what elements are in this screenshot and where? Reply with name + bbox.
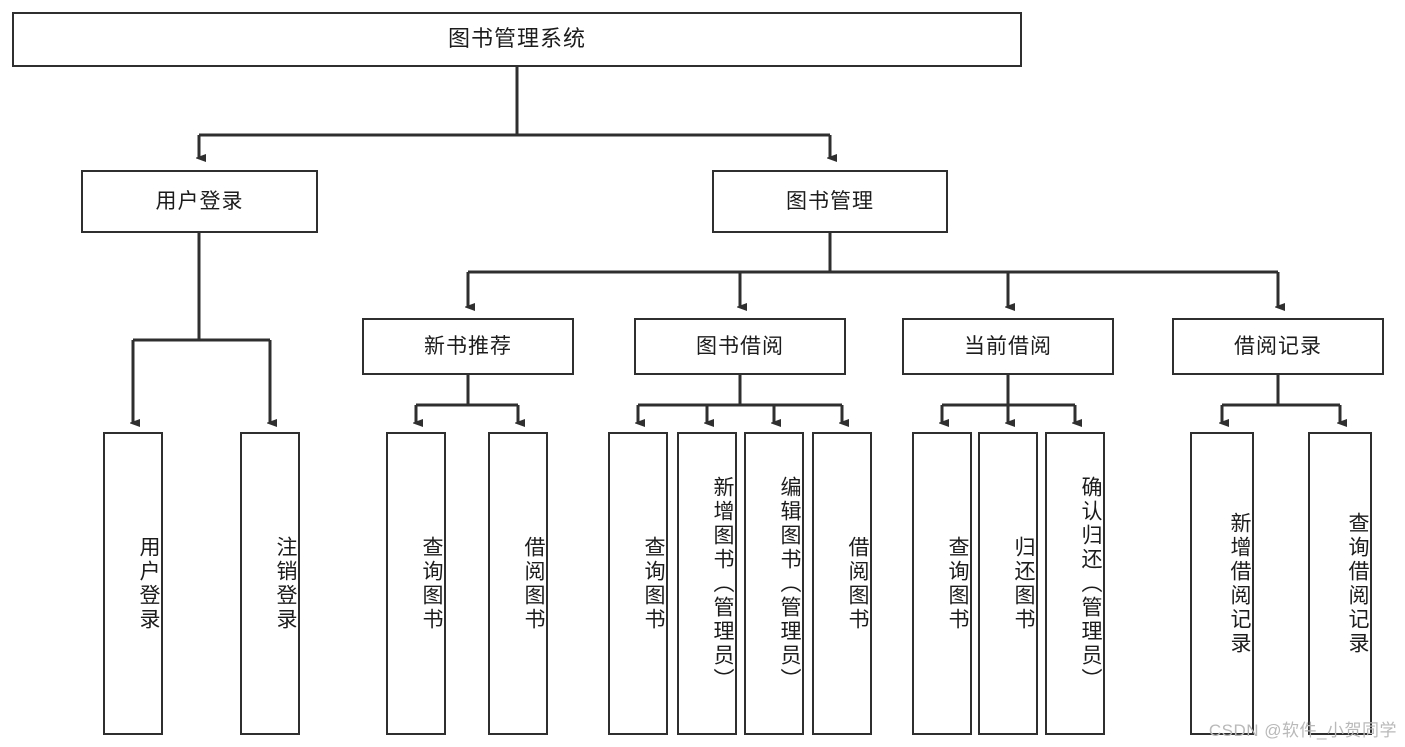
leaf-query-book-borrow[interactable]: 查询图书 [608, 432, 668, 735]
node-label: 新增借阅记录 [1228, 511, 1251, 656]
leaf-borrow-book[interactable]: 借阅图书 [812, 432, 872, 735]
leaf-query-book-current[interactable]: 查询图书 [912, 432, 972, 735]
node-label: 借阅图书 [522, 535, 545, 632]
leaf-user-login[interactable]: 用户登录 [103, 432, 163, 735]
node-label: 新书推荐 [424, 334, 512, 358]
node-label: 新增图书（管理员） [711, 475, 734, 692]
node-label: 查询图书 [420, 535, 443, 632]
node-label: 注销登录 [274, 535, 297, 632]
leaf-query-borrow-record[interactable]: 查询借阅记录 [1308, 432, 1372, 735]
leaf-confirm-return-admin[interactable]: 确认归还（管理员） [1045, 432, 1105, 735]
leaf-logout[interactable]: 注销登录 [240, 432, 300, 735]
node-label: 确认归还（管理员） [1079, 475, 1102, 692]
node-book-borrow[interactable]: 图书借阅 [634, 318, 846, 375]
node-new-book-recommend[interactable]: 新书推荐 [362, 318, 574, 375]
leaf-edit-book-admin[interactable]: 编辑图书（管理员） [744, 432, 804, 735]
node-label: 借阅图书 [846, 535, 869, 632]
node-current-borrow[interactable]: 当前借阅 [902, 318, 1114, 375]
node-book-management-system[interactable]: 图书管理系统 [12, 12, 1022, 67]
node-label: 用户登录 [137, 535, 160, 632]
node-user-login[interactable]: 用户登录 [81, 170, 318, 233]
node-label: 查询图书 [946, 535, 969, 632]
leaf-return-book[interactable]: 归还图书 [978, 432, 1038, 735]
node-book-management[interactable]: 图书管理 [712, 170, 948, 233]
leaf-add-book-admin[interactable]: 新增图书（管理员） [677, 432, 737, 735]
node-borrow-record[interactable]: 借阅记录 [1172, 318, 1384, 375]
node-label: 用户登录 [155, 189, 244, 213]
watermark-text: CSDN @软件_小贺同学 [1208, 721, 1397, 740]
node-label: 图书管理 [786, 189, 874, 213]
node-label: 图书管理系统 [447, 26, 586, 52]
node-label: 借阅记录 [1234, 334, 1322, 358]
leaf-add-borrow-record[interactable]: 新增借阅记录 [1190, 432, 1254, 735]
node-label: 查询借阅记录 [1346, 511, 1369, 656]
node-label: 编辑图书（管理员） [778, 475, 801, 692]
leaf-query-book-new[interactable]: 查询图书 [386, 432, 446, 735]
node-label: 当前借阅 [964, 334, 1052, 358]
node-label: 图书借阅 [696, 334, 784, 358]
node-label: 查询图书 [642, 535, 665, 632]
node-label: 归还图书 [1012, 535, 1035, 632]
leaf-borrow-book-new[interactable]: 借阅图书 [488, 432, 548, 735]
